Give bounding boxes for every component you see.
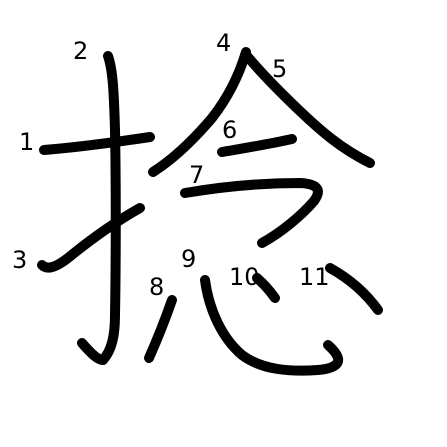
stroke-number-5: 5	[272, 55, 287, 83]
stroke-number-9: 9	[181, 245, 196, 273]
stroke-number-7: 7	[189, 161, 204, 189]
stroke-11	[325, 263, 383, 315]
stroke-number-1: 1	[19, 128, 34, 156]
stroke-number-4: 4	[216, 29, 231, 57]
stroke-10	[252, 273, 280, 303]
stroke-number-8: 8	[149, 273, 164, 301]
stroke-number-11: 11	[299, 263, 330, 291]
stroke-1	[39, 132, 155, 155]
stroke-3	[37, 203, 145, 273]
stroke-9	[200, 275, 344, 376]
stroke-6	[217, 134, 297, 157]
stroke-2	[77, 51, 121, 365]
stroke-5	[242, 51, 375, 168]
stroke-4	[148, 47, 251, 177]
stroke-number-3: 3	[12, 246, 27, 274]
stroke-number-2: 2	[73, 37, 88, 65]
stroke-number-10: 10	[229, 263, 260, 291]
stroke-number-6: 6	[222, 116, 237, 144]
stroke-8	[144, 295, 177, 363]
stroke-7	[180, 178, 323, 248]
